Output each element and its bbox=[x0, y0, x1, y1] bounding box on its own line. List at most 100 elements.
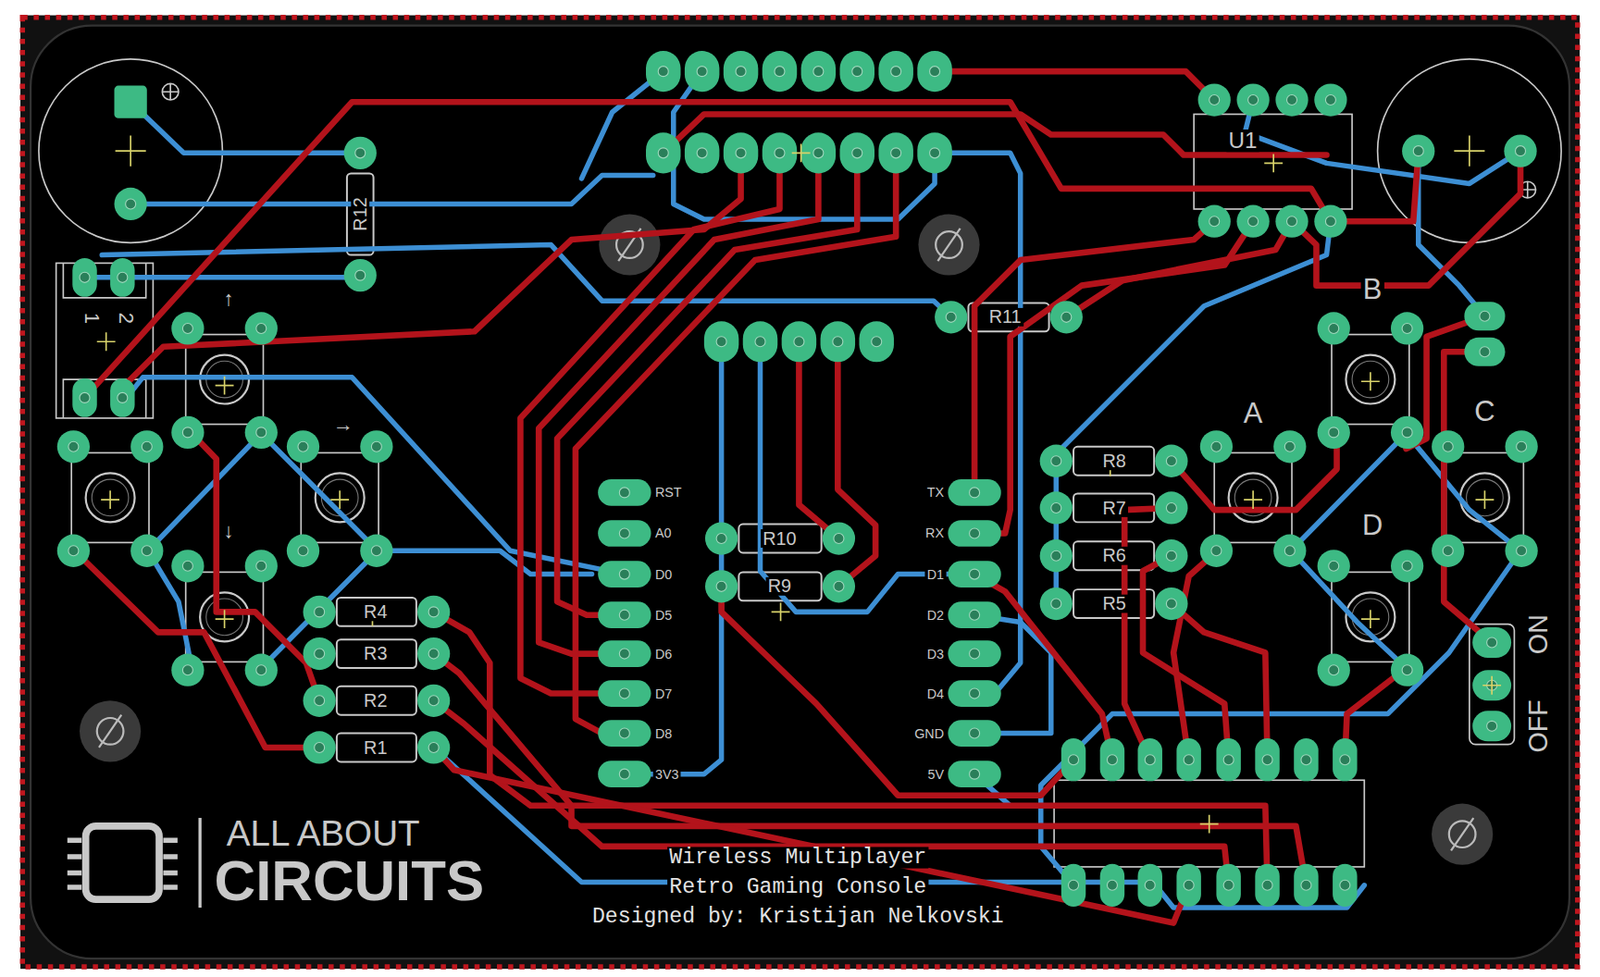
button-outline bbox=[1351, 360, 1390, 398]
button-pad-hole bbox=[1211, 441, 1222, 452]
buzzer-pad-hole bbox=[125, 198, 137, 210]
origin-cross bbox=[1361, 609, 1380, 629]
module-pad-hole bbox=[969, 528, 980, 539]
origin-cross bbox=[792, 143, 811, 162]
module-pad-hole bbox=[969, 569, 980, 580]
button-pad-hole bbox=[256, 322, 267, 334]
resistor-pad bbox=[1154, 587, 1188, 621]
connector-pad-hole bbox=[117, 272, 128, 283]
resistor-pad-hole bbox=[1165, 502, 1177, 513]
header-pad bbox=[684, 132, 720, 174]
ic-pad bbox=[1275, 205, 1308, 238]
module-pad-hole bbox=[969, 768, 980, 780]
connector-pad bbox=[110, 378, 135, 418]
module-pad bbox=[947, 760, 1001, 788]
top-trace bbox=[191, 433, 320, 701]
resistor-pad bbox=[822, 570, 856, 603]
switch-label: OFF bbox=[1524, 697, 1551, 756]
logo-text: ALL ABOUT bbox=[224, 815, 422, 852]
resistor-pad-hole bbox=[1051, 502, 1062, 513]
ic-pad bbox=[1254, 738, 1279, 782]
ic-pad-hole bbox=[1209, 216, 1220, 227]
button-pad-hole bbox=[1328, 665, 1340, 676]
button-outline bbox=[1331, 571, 1410, 662]
pin-label: RST bbox=[653, 485, 684, 499]
header-pad-hole bbox=[735, 66, 746, 77]
button-pad bbox=[1390, 311, 1424, 345]
logo-pin bbox=[67, 870, 178, 877]
button-pad-hole bbox=[141, 545, 152, 557]
header-pad-hole bbox=[852, 148, 863, 159]
connector-pad-hole bbox=[117, 392, 128, 403]
button-pad-hole bbox=[182, 322, 193, 334]
button-outline bbox=[1460, 472, 1510, 522]
resistor-symbol bbox=[336, 597, 417, 627]
button-pad bbox=[245, 654, 278, 687]
power-pad-hole bbox=[1479, 347, 1490, 358]
button-pad-hole bbox=[68, 545, 79, 557]
resistor-pad-hole bbox=[1165, 456, 1177, 467]
header-pad bbox=[820, 321, 856, 362]
module-pad-hole bbox=[619, 768, 630, 780]
button-outline bbox=[1351, 598, 1390, 636]
header-pad bbox=[704, 321, 739, 362]
pin-label: D4 bbox=[924, 686, 946, 700]
resistor-pad-hole bbox=[314, 742, 325, 753]
buzzer-pad bbox=[1401, 135, 1435, 168]
module-pad bbox=[597, 760, 651, 788]
power-pad bbox=[1463, 301, 1505, 331]
button-outline bbox=[1331, 334, 1410, 425]
ic-pad-hole bbox=[1068, 755, 1080, 766]
header-pad bbox=[801, 50, 836, 92]
ic-pad bbox=[1138, 864, 1163, 907]
part-name: R3 bbox=[361, 644, 390, 664]
resistor-symbol bbox=[1073, 446, 1154, 476]
module-pad-hole bbox=[619, 609, 630, 621]
header-pad bbox=[645, 132, 681, 174]
ic-pad bbox=[1061, 738, 1086, 782]
mounting-hole bbox=[917, 213, 980, 275]
bottom-trace bbox=[260, 550, 378, 669]
switch-pad-hole bbox=[1487, 637, 1498, 648]
button-pad bbox=[1390, 416, 1424, 449]
board-outline bbox=[30, 25, 1570, 960]
button-pad bbox=[1431, 430, 1464, 463]
pin-label: TX bbox=[924, 485, 946, 499]
switch-pad bbox=[1472, 627, 1512, 658]
credit-text: Wireless Multiplayer bbox=[667, 846, 929, 869]
header-pad bbox=[762, 132, 797, 174]
switch-outline bbox=[1469, 624, 1515, 745]
origin-cross bbox=[1482, 676, 1501, 695]
resistor-pad bbox=[417, 637, 450, 670]
resistor-pad-hole bbox=[1061, 311, 1072, 323]
ic-pad-hole bbox=[1183, 880, 1194, 891]
header-pad-hole bbox=[832, 336, 844, 348]
button-pad-hole bbox=[1401, 427, 1413, 438]
header-pad bbox=[840, 50, 875, 92]
origin-cross bbox=[1264, 153, 1283, 173]
bottom-trace bbox=[1290, 433, 1407, 551]
bottom-trace bbox=[130, 175, 654, 205]
ic-pad-hole bbox=[1183, 755, 1194, 766]
top-trace bbox=[1330, 150, 1419, 222]
power-pad bbox=[1463, 337, 1505, 367]
ic-pad bbox=[1100, 864, 1125, 907]
resistor-pad bbox=[417, 595, 450, 629]
connector-pad bbox=[72, 378, 97, 418]
logo-pin bbox=[67, 884, 178, 891]
resistor-pad-hole bbox=[716, 581, 727, 592]
origin-cross bbox=[100, 490, 120, 509]
origin-cross bbox=[97, 332, 116, 351]
ic-pad bbox=[1176, 738, 1201, 782]
connector-pad bbox=[72, 258, 97, 298]
resistor-pad-hole bbox=[314, 648, 325, 659]
resistor-pad-hole bbox=[1051, 598, 1062, 609]
pin-label: D3 bbox=[924, 646, 946, 660]
ic-pad bbox=[1236, 205, 1269, 238]
switch-pad-hole bbox=[1487, 720, 1498, 732]
header-pad-hole bbox=[774, 148, 785, 159]
ic-pad-hole bbox=[1287, 95, 1298, 106]
resistor-symbol bbox=[1073, 541, 1154, 571]
button-label: → bbox=[330, 414, 355, 435]
